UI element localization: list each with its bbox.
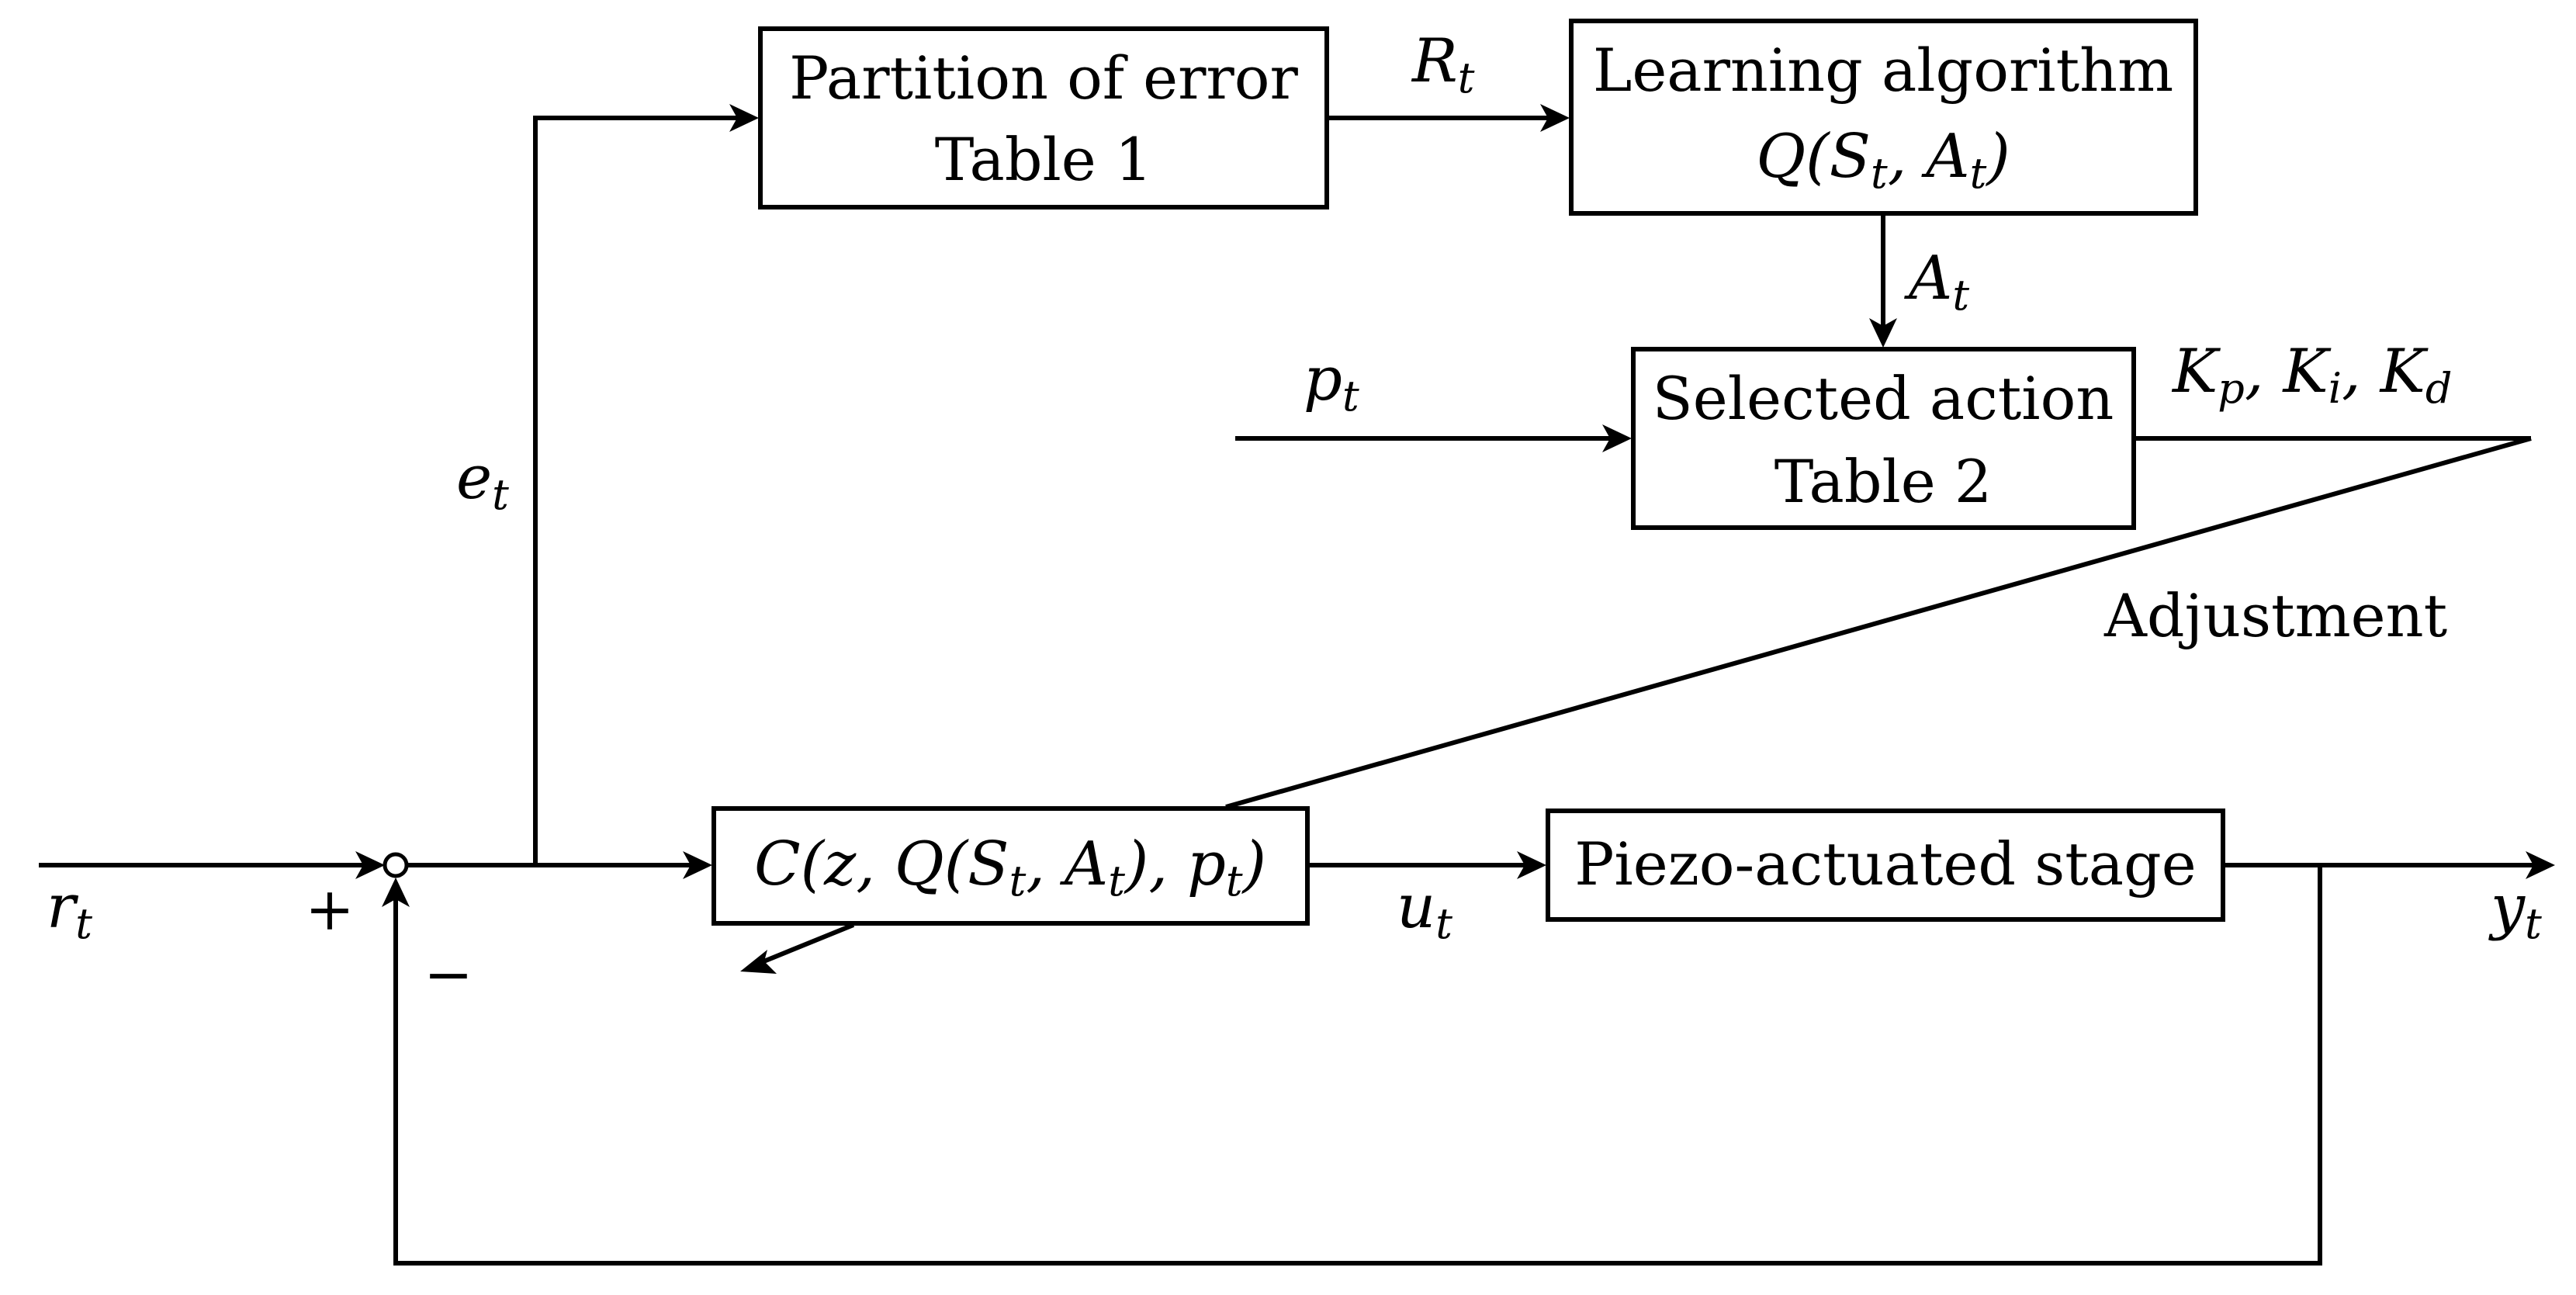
selected-block-title: Selected action [1653,364,2114,433]
error-branch-wire [533,116,739,865]
error-arrowhead [683,851,712,879]
signal-wires [39,104,2555,1266]
plant-block-label: Piezo-actuated stage [1574,829,2196,899]
reward-label: Rt [1411,26,1475,102]
partition-block-title: Partition of error [789,43,1298,113]
partition-of-error-block: Partition of error Table 1 [758,26,1329,209]
reference-arrowhead [355,851,385,879]
control-label: ut [1397,872,1452,948]
selected-block-table: Table 2 [1774,447,1993,516]
parameter-arrowhead [1602,424,1632,452]
adjustment-arrowhead [740,950,777,974]
action-arrowhead [1869,318,1897,348]
reward-arrowhead [1540,104,1570,132]
learning-block-q-function: Q(St, At) [1756,122,2010,198]
error-branch-arrowhead [729,104,759,132]
controller-block-label: C(z, Q(St, At), pt) [754,829,1266,905]
error-label: et [456,443,509,519]
reference-label: rt [47,872,92,948]
output-label: yt [2488,872,2542,948]
plant-block: Piezo-actuated stage [1546,809,2225,922]
summing-junction [383,852,409,878]
action-label: At [1904,244,1969,320]
adjustment-wire [1225,436,2532,809]
learning-algorithm-block: Learning algorithm Q(St, At) [1569,19,2198,216]
controller-block: C(z, Q(St, At), pt) [712,806,1310,926]
minus-sign: − [424,940,473,1009]
learning-block-title: Learning algorithm [1593,36,2173,105]
control-arrowhead [1517,851,1546,879]
adjustment-arrow-wire [760,923,855,964]
parameter-label: pt [1304,345,1359,421]
partition-block-table: Table 1 [935,125,1153,194]
output-arrowhead [2526,851,2555,879]
selected-action-block: Selected action Table 2 [1631,347,2136,530]
gains-label: Kp, Ki, Kd [2171,337,2452,413]
plus-sign: + [305,874,355,944]
adjustment-label: Adjustment [2103,581,2447,650]
feedback-wire [393,865,2322,1266]
feedback-arrowhead [382,878,410,907]
